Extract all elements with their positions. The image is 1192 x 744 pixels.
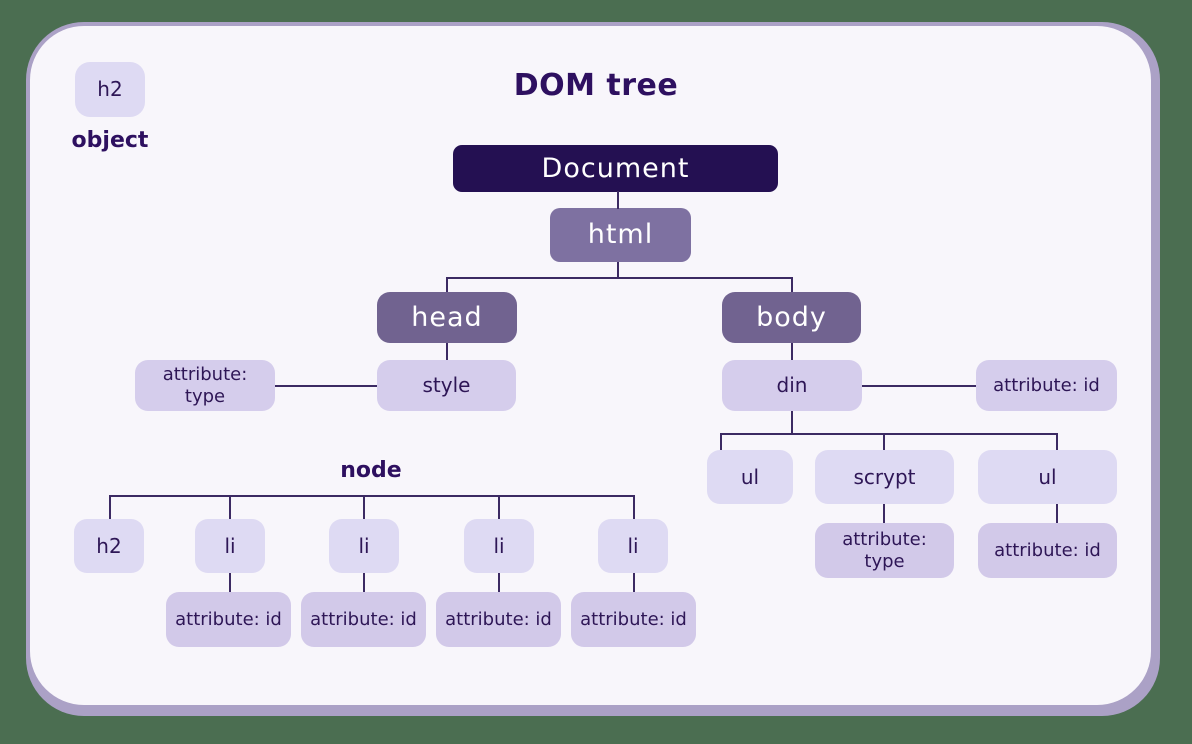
legend-caption: object xyxy=(71,128,149,153)
page-title: DOM tree xyxy=(513,68,679,103)
attribute-id-of-ul-right: attribute: id xyxy=(978,523,1117,578)
connector-li-4-attribute xyxy=(633,573,635,592)
node-style: style xyxy=(377,360,516,411)
attribute-id-of-li-2: attribute: id xyxy=(301,592,426,647)
connector-to-ul-right xyxy=(1056,433,1058,450)
connector-to-body xyxy=(791,277,793,292)
connector-din-children-bar xyxy=(720,433,1058,435)
connector-head-style xyxy=(446,343,448,360)
node-li-1: li xyxy=(195,519,265,573)
legend-h2-box: h2 xyxy=(75,62,145,117)
connector-to-ul-left xyxy=(720,433,722,450)
connector-to-li-2 xyxy=(363,495,365,519)
node-scrypt: scrypt xyxy=(815,450,954,504)
connector-li-1-attribute xyxy=(229,573,231,592)
connector-to-li-1 xyxy=(229,495,231,519)
connector-to-h2 xyxy=(109,495,111,519)
connector-din-branch xyxy=(791,411,793,433)
connector-node-group-bar xyxy=(109,495,635,497)
attribute-id-of-din: attribute: id xyxy=(976,360,1117,411)
attribute-id-of-li-4: attribute: id xyxy=(571,592,696,647)
node-h2: h2 xyxy=(74,519,144,573)
connector-scrypt-attribute xyxy=(883,504,885,523)
connector-to-head xyxy=(446,277,448,292)
connector-branch-bar xyxy=(446,277,793,279)
node-document: Document xyxy=(453,145,778,192)
node-ul-right: ul xyxy=(978,450,1117,504)
connector-document-html xyxy=(617,191,619,209)
connector-to-scrypt xyxy=(883,433,885,450)
connector-to-li-3 xyxy=(498,495,500,519)
connector-ul-right-attribute xyxy=(1056,504,1058,523)
connector-to-li-4 xyxy=(633,495,635,519)
node-head: head xyxy=(377,292,517,343)
node-li-2: li xyxy=(329,519,399,573)
connector-li-3-attribute xyxy=(498,573,500,592)
node-li-3: li xyxy=(464,519,534,573)
node-din: din xyxy=(722,360,862,411)
attribute-id-of-li-1: attribute: id xyxy=(166,592,291,647)
connector-li-2-attribute xyxy=(363,573,365,592)
connector-din-attribute xyxy=(862,385,976,387)
node-body: body xyxy=(722,292,861,343)
node-group-heading: node xyxy=(340,458,402,483)
node-li-4: li xyxy=(598,519,668,573)
attribute-type-of-scrypt: attribute: type xyxy=(815,523,954,578)
node-ul-left: ul xyxy=(707,450,793,504)
node-html: html xyxy=(550,208,691,262)
attribute-id-of-li-3: attribute: id xyxy=(436,592,561,647)
connector-body-din xyxy=(791,343,793,360)
attribute-type-of-style: attribute: type xyxy=(135,360,275,411)
connector-html-branch xyxy=(617,262,619,278)
connector-style-attribute xyxy=(275,385,377,387)
